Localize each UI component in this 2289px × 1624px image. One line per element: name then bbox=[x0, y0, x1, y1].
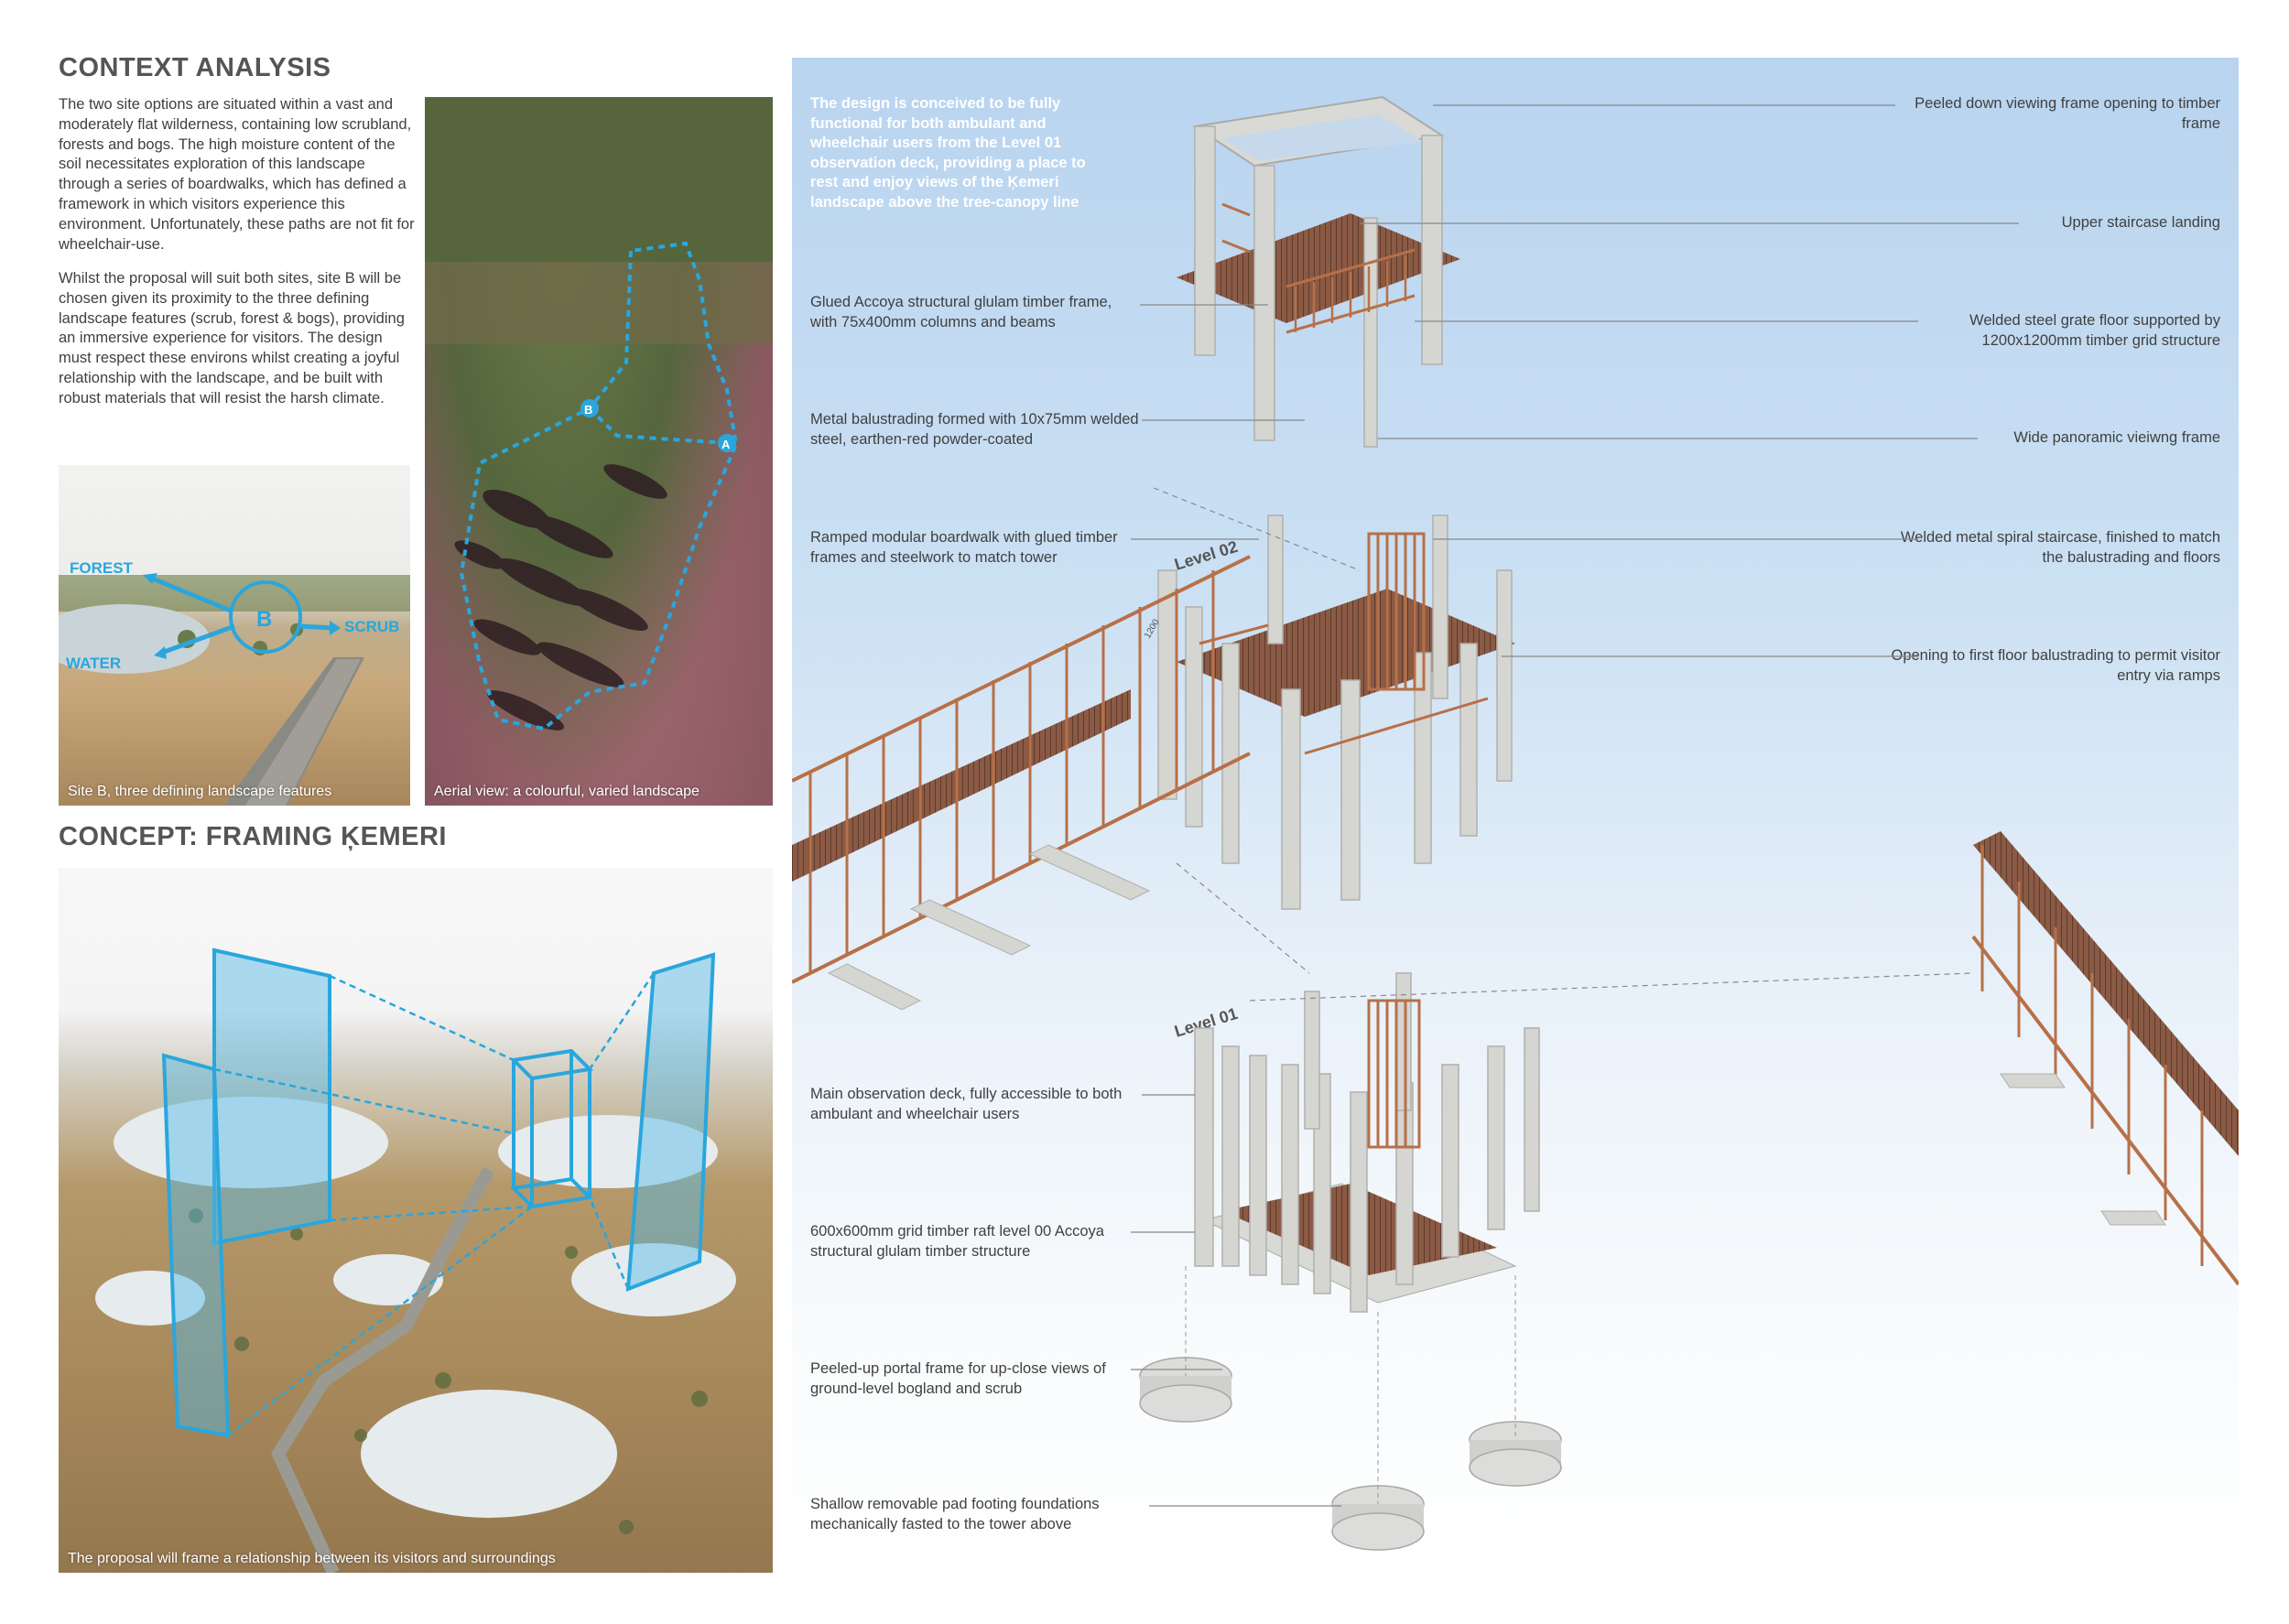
context-heading: CONTEXT ANALYSIS bbox=[59, 53, 331, 82]
note-ramped-boardwalk: Ramped modular boardwalk with glued timb… bbox=[810, 529, 1118, 566]
site-b-photo-art: FOREST WATER SCRUB B bbox=[59, 559, 410, 806]
concept-caption: The proposal will frame a relationship b… bbox=[68, 1551, 556, 1566]
label-water: WATER bbox=[66, 655, 121, 672]
concept-photo: The proposal will frame a relationship b… bbox=[59, 868, 773, 1573]
note-spiral-staircase: Welded metal spiral staircase, finished … bbox=[1900, 529, 2220, 566]
note-steel-grate-floor: Welded steel grate floor supported by 12… bbox=[1969, 312, 2220, 349]
note-portal-frame: Peeled-up portal frame for up-close view… bbox=[810, 1360, 1106, 1397]
exploded-axonometric-drawing: 3000 bbox=[792, 95, 2239, 1551]
aerial-marker-b: B bbox=[584, 403, 592, 417]
left-ramp bbox=[792, 555, 1251, 1011]
label-scrub: SCRUB bbox=[344, 618, 399, 635]
note-metal-balustrade: Metal balustrading formed with 10x75mm w… bbox=[810, 411, 1139, 448]
note-upper-landing: Upper staircase landing bbox=[2061, 214, 2220, 231]
note-observation-deck: Main observation deck, fully accessible … bbox=[810, 1086, 1123, 1122]
note-ramp-opening: Opening to first floor balustrading to p… bbox=[1891, 647, 2221, 684]
context-paragraph-2: Whilst the proposal will suit both sites… bbox=[59, 270, 405, 406]
concept-photo-art bbox=[95, 947, 736, 1573]
note-panoramic-frame: Wide panoramic vieiwng frame bbox=[2013, 429, 2220, 446]
top-level-frame bbox=[1177, 95, 1460, 448]
right-ramp bbox=[1971, 831, 2239, 1286]
exploded-axonometric-panel: The design is conceived to be fully func… bbox=[792, 58, 2239, 1572]
label-forest: FOREST bbox=[70, 559, 134, 577]
level-02-frame bbox=[1157, 514, 1515, 910]
concept-heading: CONCEPT: FRAMING ĶEMERI bbox=[59, 822, 447, 851]
note-viewing-frame: Peeled down viewing frame opening to tim… bbox=[1915, 95, 2220, 132]
aerial-photo-art: B A bbox=[425, 97, 773, 731]
site-b-photo: FOREST WATER SCRUB B Site B, three defin… bbox=[59, 465, 410, 806]
note-glulam-frame: Glued Accoya structural glulam timber fr… bbox=[810, 294, 1112, 330]
aerial-photo: B A Aerial view: a colourful, varied lan… bbox=[425, 97, 773, 806]
note-timber-raft: 600x600mm grid timber raft level 00 Acco… bbox=[810, 1223, 1104, 1260]
aerial-caption: Aerial view: a colourful, varied landsca… bbox=[434, 784, 700, 799]
label-site-b: B bbox=[256, 607, 272, 632]
site-b-caption: Site B, three defining landscape feature… bbox=[68, 784, 332, 799]
note-pad-footings: Shallow removable pad footing foundation… bbox=[810, 1496, 1100, 1532]
context-paragraph-1: The two site options are situated within… bbox=[59, 96, 415, 253]
diagram-intro: The design is conceived to be fully func… bbox=[810, 95, 1086, 211]
level-01-frame bbox=[1139, 972, 1562, 1551]
aerial-marker-a: A bbox=[721, 438, 731, 451]
